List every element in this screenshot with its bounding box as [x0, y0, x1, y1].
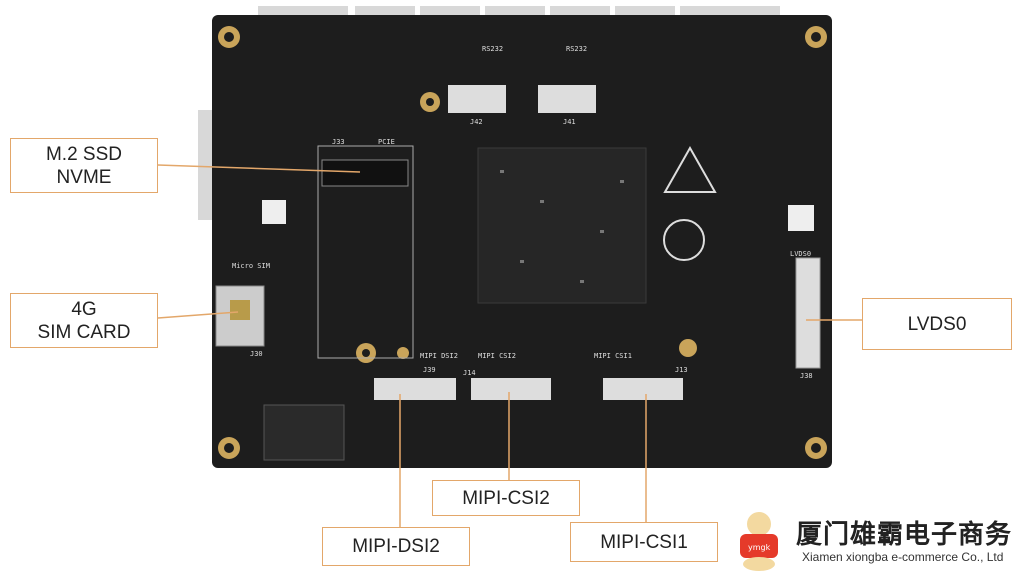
label-j13: J13 — [675, 366, 688, 374]
label-rs232a: RS232 — [482, 45, 503, 53]
label-csi2: MIPI CSI2 — [478, 352, 516, 360]
callout-sim-line2: SIM CARD — [37, 321, 131, 343]
label-pcie: PCIE — [378, 138, 395, 146]
label-j39: J39 — [423, 366, 436, 374]
callout-m2-line1: M.2 SSD — [45, 143, 123, 165]
label-j38: J38 — [800, 372, 813, 380]
callout-sim-line1: 4G — [71, 298, 97, 320]
label-j42: J42 — [470, 118, 483, 126]
label-j14: J14 — [463, 369, 476, 377]
label-csi1: MIPI CSI1 — [594, 352, 632, 360]
label-micro-sim: Micro SIM — [232, 262, 270, 270]
callout-mipi-csi1: MIPI-CSI1 — [570, 522, 718, 562]
bear-badge-text: ymgk — [748, 543, 771, 552]
callout-mipi-csi2: MIPI-CSI2 — [432, 480, 580, 516]
label-dsi2: MIPI DSI2 — [420, 352, 458, 360]
label-lvds0: LVDS0 — [790, 250, 811, 258]
company-name-en: Xiamen xiongba e-commerce Co., Ltd — [802, 550, 1004, 564]
label-rs232b: RS232 — [566, 45, 587, 53]
label-j30: J30 — [250, 350, 263, 358]
company-logo: ymgk 厦门雄霸电子商务 Xiamen xiongba e-commerce … — [726, 510, 1016, 571]
company-name-cn: 厦门雄霸电子商务 — [796, 519, 1013, 549]
callout-lvds0: LVDS0 — [862, 298, 1012, 350]
label-j41: J41 — [563, 118, 576, 126]
callout-mipi-dsi2: MIPI-DSI2 — [322, 527, 470, 566]
callout-m2-line2: NVME — [56, 166, 112, 188]
label-j33: J33 — [332, 138, 345, 146]
bear-mascot-icon: ymgk — [740, 512, 778, 571]
